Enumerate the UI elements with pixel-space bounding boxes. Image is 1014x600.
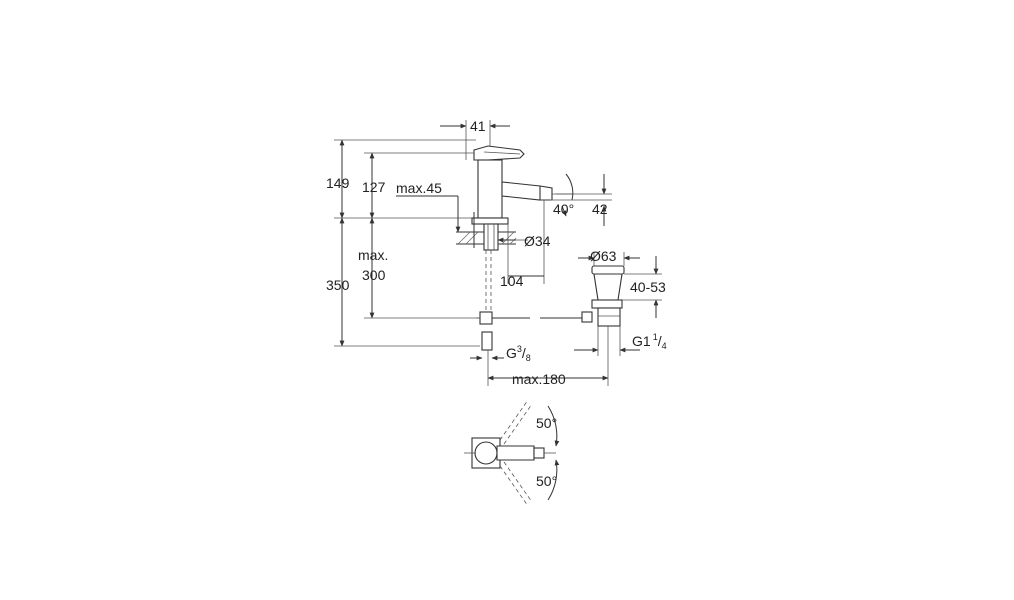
dim-angle50-bottom: 50° (536, 473, 557, 489)
dim-40-53: 40-53 (630, 279, 666, 295)
dim-149: 149 (326, 175, 350, 191)
dim-max45: max.45 (396, 180, 442, 196)
dim-104: 104 (500, 273, 524, 289)
dim-350: 350 (326, 277, 350, 293)
dim-g38: G3/8 (506, 344, 531, 363)
dim-41: 41 (470, 118, 486, 134)
dim-max300-line1: max. (358, 247, 388, 263)
dim-42: 42 (592, 201, 608, 217)
waste-assembly (591, 265, 625, 327)
dim-127: 127 (362, 179, 386, 195)
dim-angle40: 40° (553, 201, 574, 217)
dim-angle50-top: 50° (536, 415, 557, 431)
dim-max180: max.180 (512, 371, 566, 387)
faucet-side-view (456, 145, 593, 351)
dim-dia34: Ø34 (524, 233, 551, 249)
dim-max300-line2: 300 (362, 267, 386, 283)
faucet-top-view (464, 399, 560, 507)
dimension-lines (334, 120, 662, 386)
dim-dia63: Ø63 (590, 248, 617, 264)
